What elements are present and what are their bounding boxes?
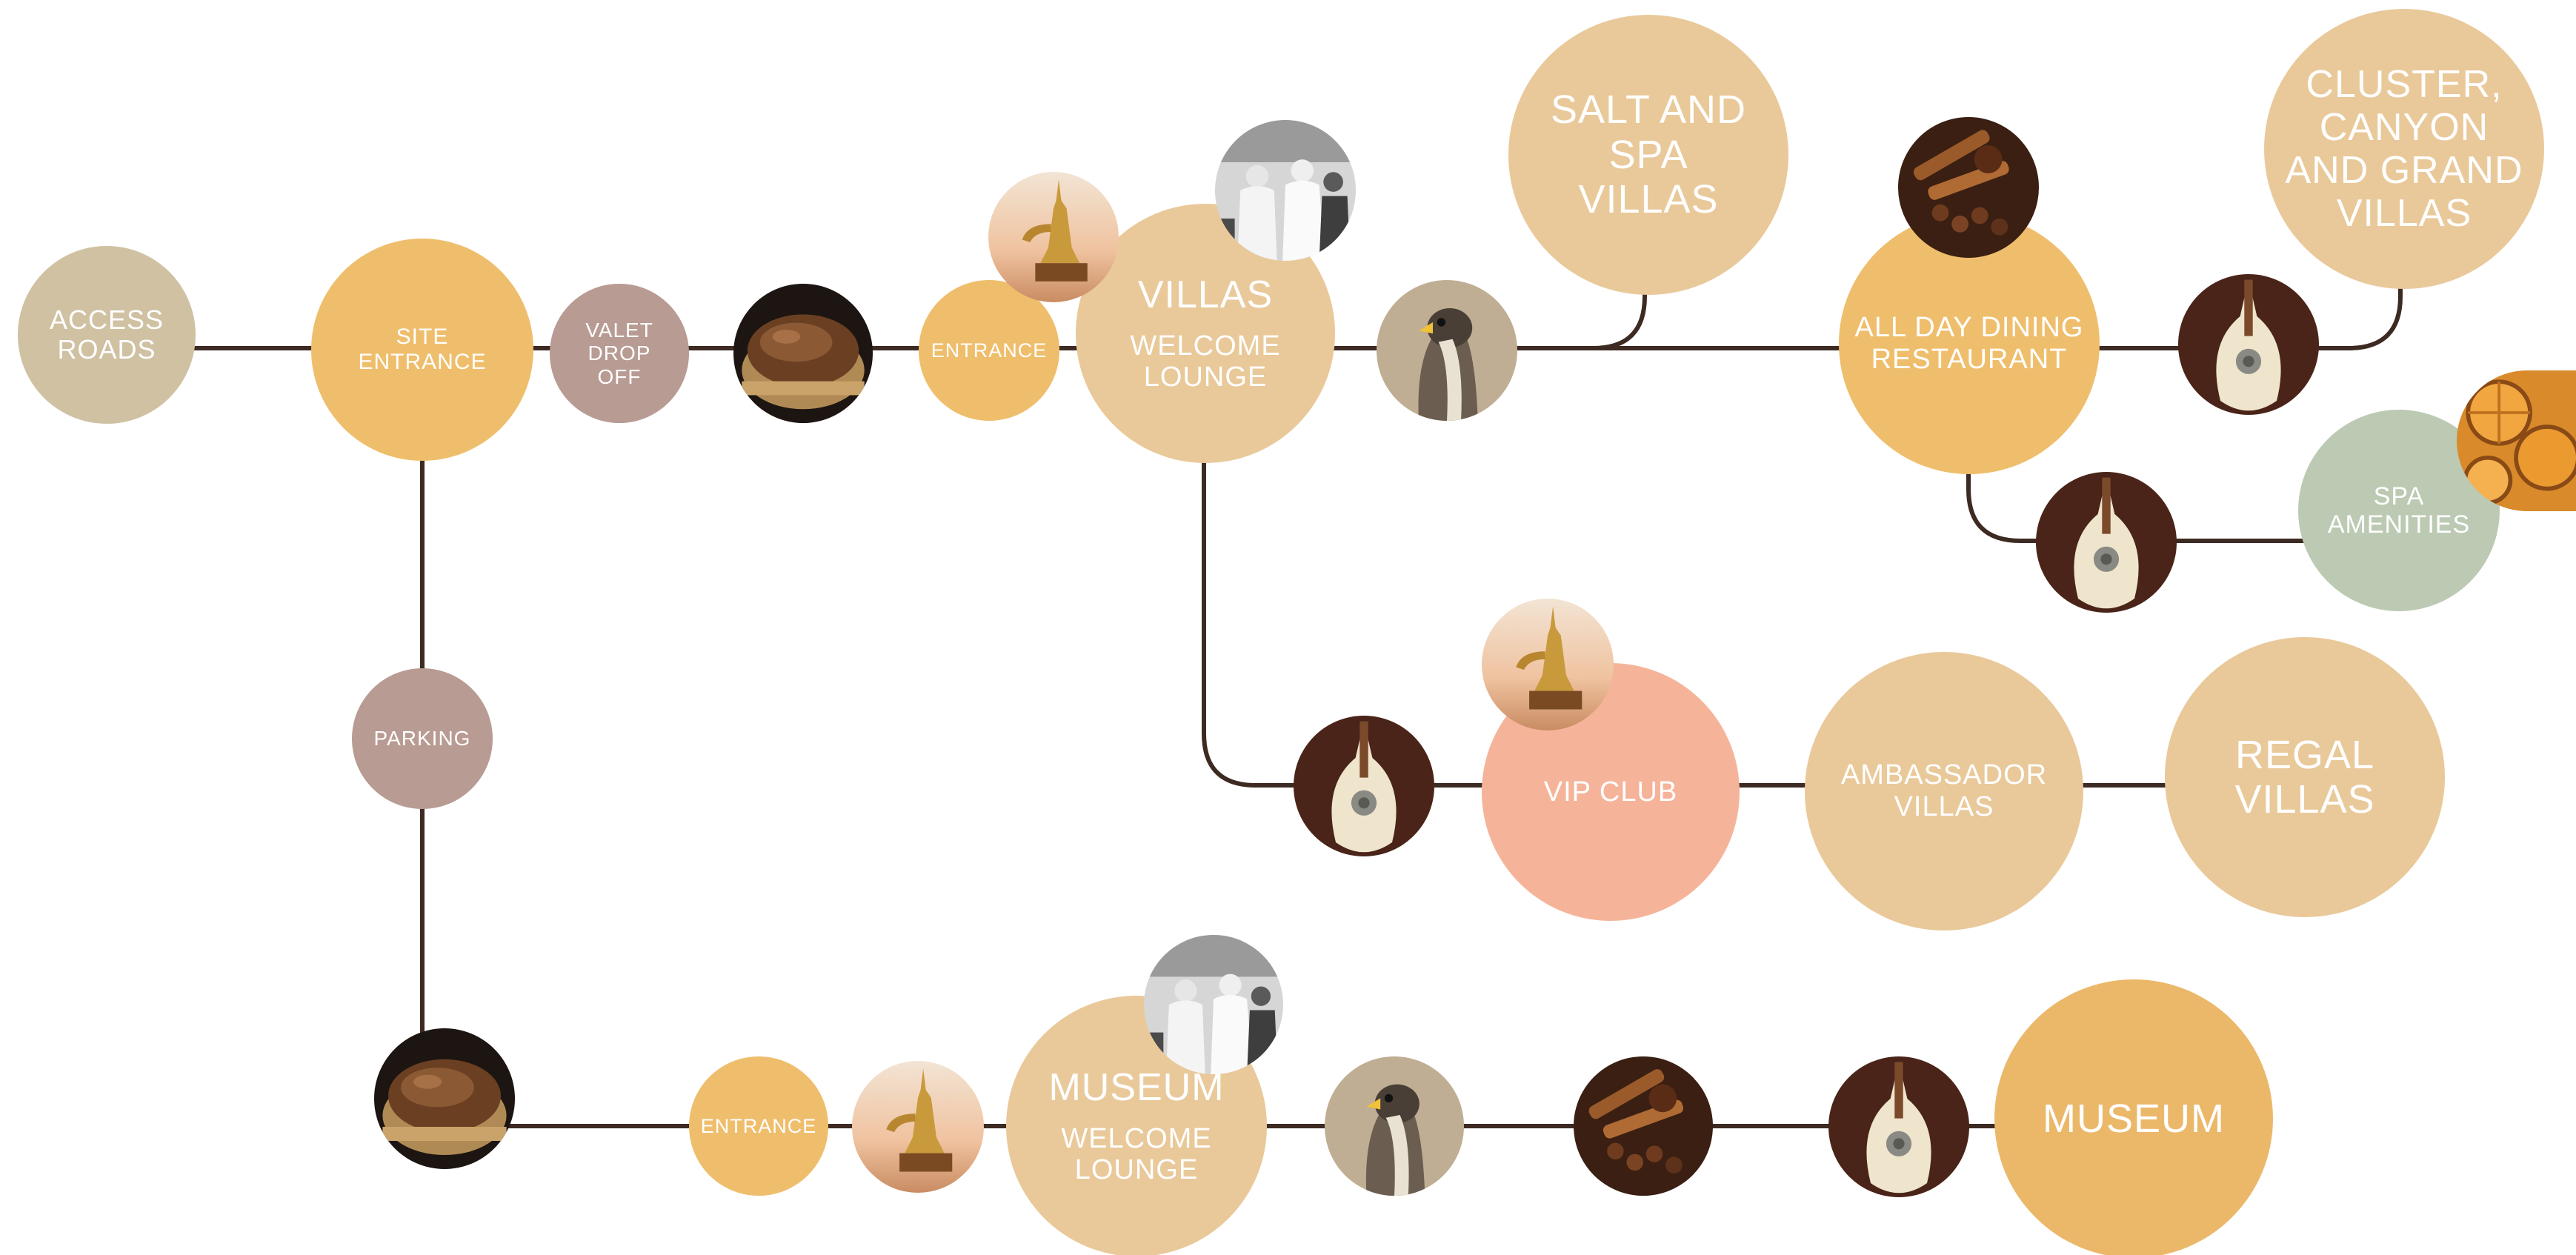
coffee-pot-image — [988, 172, 1119, 302]
museum-label: MUSEUM — [2043, 1096, 2225, 1141]
falcon-photo — [1325, 1056, 1464, 1196]
site-entrance-label: SITE ENTRANCE — [358, 324, 487, 374]
orange-slices-image — [2457, 370, 2576, 511]
orange-slices-photo — [2457, 370, 2576, 511]
node-ambassador-villas: AMBASSADOR VILLAS — [1805, 652, 2083, 931]
access-roads-label: ACCESS ROADS — [49, 304, 164, 364]
node-access-roads: ACCESS ROADS — [18, 246, 196, 424]
connector-vip-branch — [1202, 457, 2284, 788]
valet-label: VALET DROP OFF — [585, 318, 653, 388]
node-entrance-bottom: ENTRANCE — [689, 1056, 828, 1196]
salt-spa-label: SALT AND SPA VILLAS — [1550, 87, 1747, 222]
dessert-image — [733, 284, 873, 423]
guests-photo — [1215, 120, 1356, 261]
oud-image — [2036, 472, 2177, 613]
coffee-pot-photo — [852, 1061, 984, 1193]
node-salt-spa-villas: SALT AND SPA VILLAS — [1508, 15, 1788, 295]
falcon-image — [1325, 1056, 1464, 1196]
villas-title: VILLAS — [1137, 273, 1274, 317]
museum-lounge-subtitle: WELCOME LOUNGE — [1061, 1122, 1212, 1186]
dessert-photo — [733, 284, 873, 423]
spices-photo — [1574, 1056, 1713, 1196]
coffee-pot-image — [852, 1061, 984, 1193]
node-site-entrance: SITE ENTRANCE — [311, 239, 533, 461]
node-valet-drop-off: VALET DROP OFF — [550, 284, 689, 423]
oud-photo — [2178, 274, 2319, 415]
oud-photo — [2036, 472, 2177, 613]
ambassador-label: AMBASSADOR VILLAS — [1840, 759, 2048, 822]
guests-image — [1144, 935, 1283, 1074]
coffee-pot-image — [1482, 599, 1614, 730]
guests-image — [1215, 120, 1356, 261]
entrance-top-label: ENTRANCE — [931, 339, 1048, 362]
connector-cluster — [1998, 279, 2403, 350]
spices-image — [1574, 1056, 1713, 1196]
museum-lounge-title: MUSEUM — [1048, 1066, 1225, 1110]
falcon-image — [1377, 280, 1517, 421]
connector-salt-spa — [1524, 272, 1647, 350]
coffee-pot-photo — [1482, 599, 1614, 730]
regal-label: REGAL VILLAS — [2234, 732, 2375, 822]
node-cluster-villas: CLUSTER, CANYON AND GRAND VILLAS — [2264, 9, 2544, 289]
node-museum: MUSEUM — [1994, 979, 2273, 1255]
parking-label: PARKING — [373, 727, 471, 750]
oud-image — [1294, 716, 1434, 856]
spices-photo — [1898, 117, 2039, 258]
node-villas-welcome-lounge: VILLAS WELCOME LOUNGE — [1076, 204, 1335, 463]
dessert-image — [374, 1028, 515, 1169]
entrance-bottom-label: ENTRANCE — [700, 1114, 817, 1137]
spices-image — [1898, 117, 2039, 258]
node-regal-villas: REGAL VILLAS — [2165, 637, 2445, 917]
oud-image — [2178, 274, 2319, 415]
villas-subtitle: WELCOME LOUNGE — [1130, 330, 1281, 393]
cluster-label: CLUSTER, CANYON AND GRAND VILLAS — [2285, 62, 2523, 236]
guests-photo — [1144, 935, 1283, 1074]
coffee-pot-photo — [988, 172, 1119, 302]
spa-amenities-label: SPA AMENITIES — [2327, 482, 2471, 539]
dessert-photo — [374, 1028, 515, 1169]
oud-photo — [1294, 716, 1434, 856]
falcon-photo — [1377, 280, 1517, 421]
oud-image — [1828, 1056, 1969, 1197]
oud-photo — [1828, 1056, 1969, 1197]
node-parking: PARKING — [352, 668, 493, 809]
vip-label: VIP CLUB — [1543, 776, 1678, 808]
node-entrance-top: ENTRANCE — [919, 280, 1059, 421]
dining-label: ALL DAY DINING RESTAURANT — [1854, 312, 2084, 375]
connector-spa-amenities — [1966, 435, 2329, 543]
